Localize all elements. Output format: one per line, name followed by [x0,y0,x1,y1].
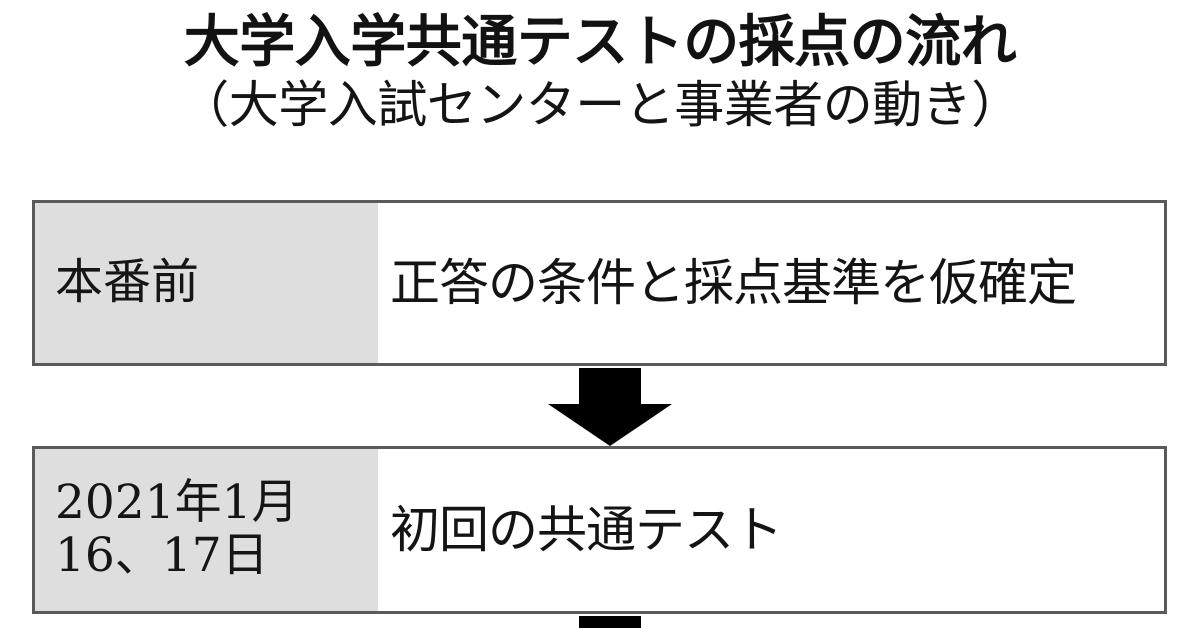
arrow-head [548,404,672,446]
flow-row-2-body: 初回の共通テスト [390,500,783,559]
flow-row-1: 本番前 正答の条件と採点基準を仮確定 [32,200,1167,366]
arrow-shaft [579,616,641,628]
down-arrow-icon-1 [548,368,672,446]
flow-row-1-body: 正答の条件と採点基準を仮確定 [390,253,1077,312]
flow-row-2-label-cell: 2021年1月 16、17日 [35,449,378,611]
header: 大学入学共通テストの採点の流れ （大学入試センターと事業者の動き） [0,0,1200,134]
down-arrow-icon-2 [548,616,672,628]
page-title: 大学入学共通テストの採点の流れ [183,10,1017,75]
flow-row-2: 2021年1月 16、17日 初回の共通テスト [32,446,1167,614]
flow-row-2-body-cell: 初回の共通テスト [378,449,1164,611]
flow-row-1-body-cell: 正答の条件と採点基準を仮確定 [378,203,1164,363]
flow-row-2-label: 2021年1月 16、17日 [55,475,299,583]
flow-diagram: 本番前 正答の条件と採点基準を仮確定 2021年1月 16、17日 初回の共通テ… [32,200,1167,614]
flow-row-1-label: 本番前 [55,254,200,311]
flow-row-1-label-cell: 本番前 [35,203,378,363]
page-subtitle: （大学入試センターと事業者の動き） [179,75,1021,134]
arrow-shaft [579,368,641,404]
